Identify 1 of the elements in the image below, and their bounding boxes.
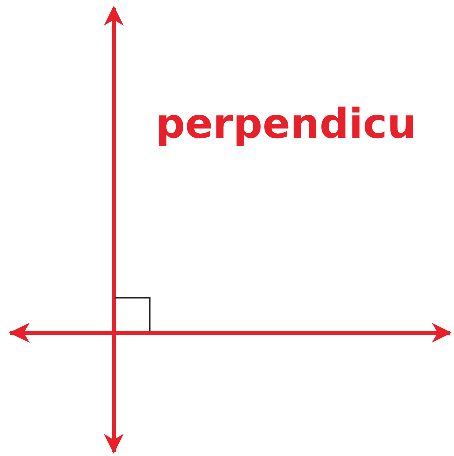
title-text: perpendicu — [156, 104, 417, 145]
